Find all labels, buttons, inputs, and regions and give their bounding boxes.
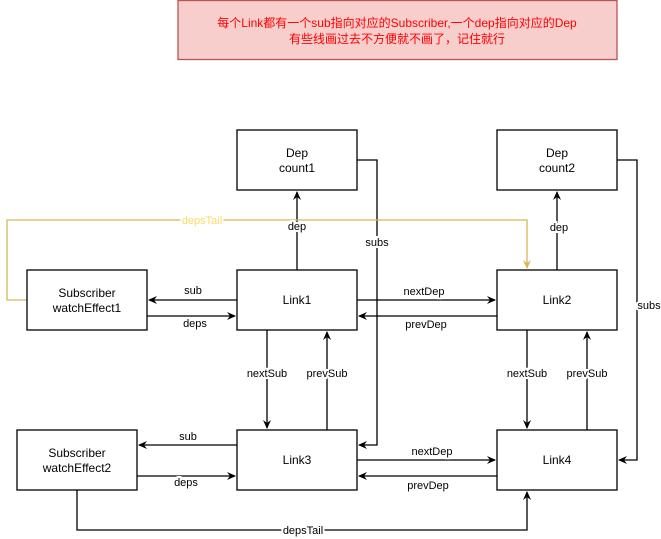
node-sub1-name: watchEffect1 [52, 301, 122, 315]
label-sub2-deps: deps [174, 477, 198, 489]
note-box: 每个Link都有一个sub指向对应的Subscriber,一个dep指向对应的D… [177, 0, 618, 61]
label-link1-nextdep: nextDep [404, 286, 445, 298]
label-link1-sub: sub [184, 285, 202, 297]
edge-dep1-subs [357, 159, 378, 449]
edge-labels: dep dep subs subs depsTail sub deps next… [172, 213, 661, 539]
node-link2: Link2 [496, 269, 618, 331]
label-sub1-deps: deps [183, 318, 207, 330]
node-subscriber-watcheffect2: Subscriber watchEffect2 [16, 429, 138, 491]
label-link2-prevdep: prevDep [405, 319, 447, 331]
edge-dep2-subs [617, 159, 638, 464]
node-dep2-title: Dep [546, 146, 568, 160]
label-link1-nextsub: nextSub [247, 368, 287, 380]
node-dep-count2: Dep count2 [496, 129, 618, 191]
node-link3-label: Link3 [283, 453, 312, 467]
label-sub1-depstail: depsTail [182, 215, 222, 227]
label-link3-sub: sub [179, 431, 197, 443]
node-link4: Link4 [496, 429, 618, 491]
label-link3-nextdep: nextDep [412, 446, 453, 458]
node-sub1-title: Subscriber [58, 286, 115, 300]
node-link3: Link3 [236, 429, 358, 491]
node-link4-label: Link4 [543, 453, 572, 467]
node-dep1-title: Dep [286, 146, 308, 160]
note-line-1: 每个Link都有一个sub指向对应的Subscriber,一个dep指向对应的D… [217, 15, 577, 30]
label-dep2-subs: subs [637, 300, 661, 312]
node-dep1-name: count1 [279, 161, 315, 175]
label-dep1-subs: subs [365, 237, 389, 249]
node-dep2-name: count2 [539, 161, 575, 175]
node-link2-label: Link2 [543, 293, 572, 307]
label-link1-dep: dep [288, 221, 306, 233]
node-sub2-name: watchEffect2 [42, 461, 112, 475]
edge-sub1-depstail [6, 219, 531, 301]
note-line-2: 有些线画过去不方便就不画了，记住就行 [289, 31, 505, 46]
label-sub2-depstail: depsTail [283, 525, 323, 537]
label-link4-prevsub: prevSub [567, 368, 608, 380]
label-link2-dep: dep [550, 222, 568, 234]
node-sub2-title: Subscriber [48, 446, 105, 460]
edge-sub2-depstail [76, 490, 531, 531]
node-subscriber-watcheffect1: Subscriber watchEffect1 [26, 269, 148, 331]
node-dep-count1: Dep count1 [236, 129, 358, 191]
label-link2-nextsub: nextSub [507, 368, 547, 380]
node-link1-label: Link1 [283, 293, 312, 307]
node-link1: Link1 [236, 269, 358, 331]
edges [6, 159, 638, 531]
label-link4-prevdep: prevDep [407, 480, 449, 492]
label-link3-prevsub: prevSub [307, 368, 348, 380]
